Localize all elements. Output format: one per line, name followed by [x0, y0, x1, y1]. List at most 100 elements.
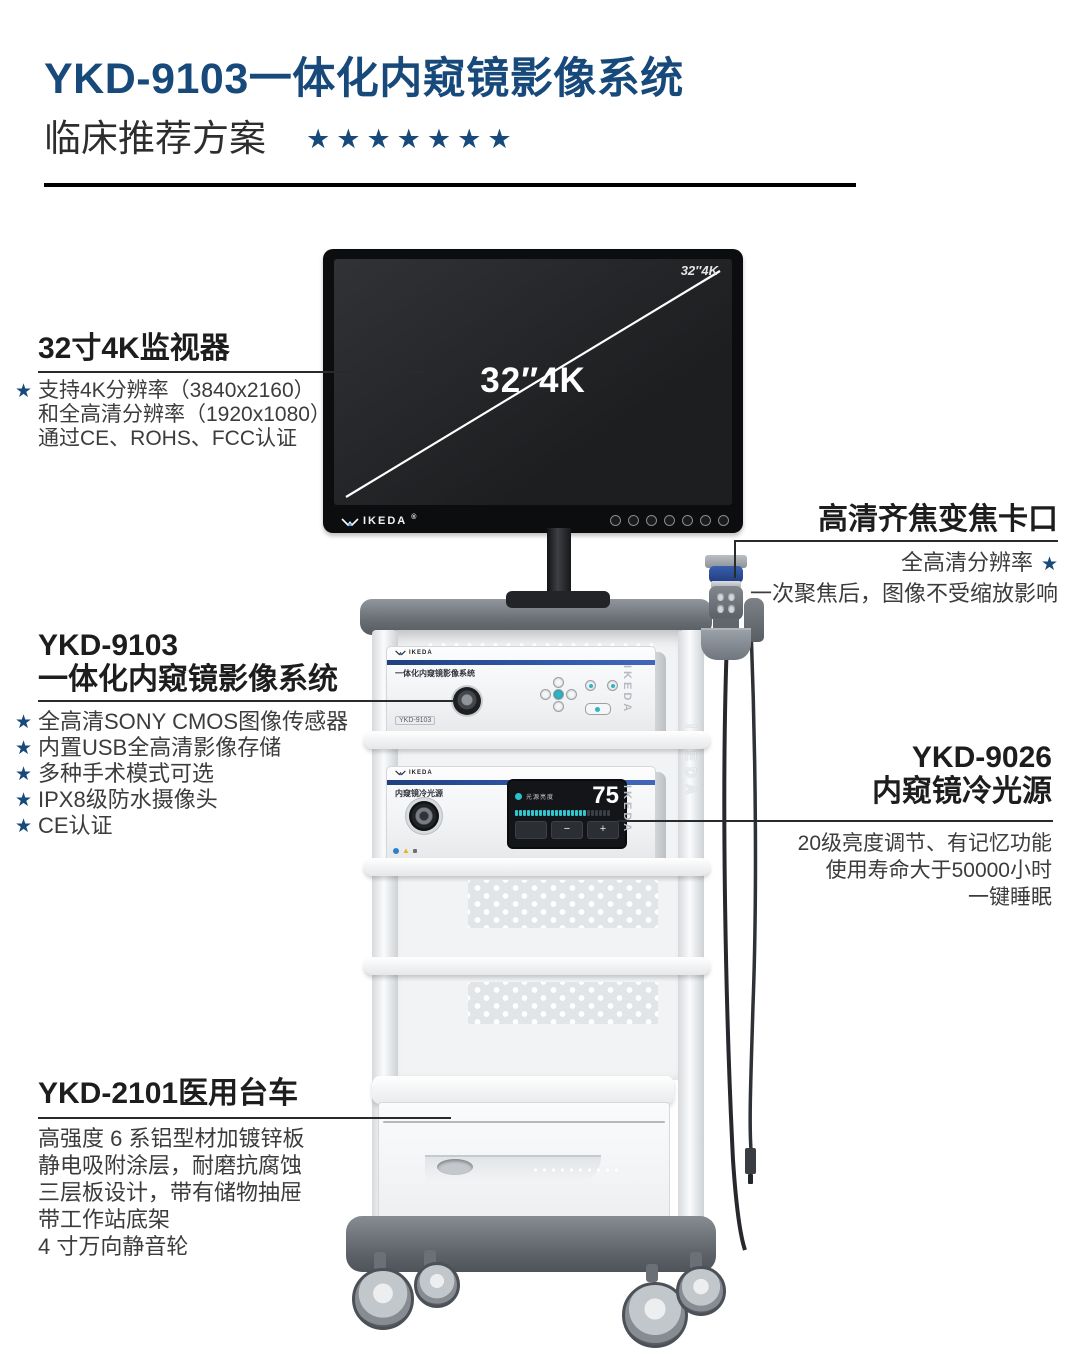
drawer-handle-hole [437, 1159, 473, 1175]
brightness-segment [591, 810, 594, 816]
caster-wheel [414, 1262, 460, 1308]
brightness-segment [535, 810, 538, 816]
screen-size-label: 32″4K [480, 361, 586, 401]
drawer-vent-dots [531, 1167, 623, 1173]
brightness-segment [523, 810, 526, 816]
star-icon: ★ [457, 123, 488, 154]
feature-text: 全高清SONY CMOS图像传感器 [38, 709, 349, 734]
caster-fork [690, 1252, 702, 1270]
camera-block-model: YKD-9103 [38, 629, 179, 662]
light-block-name: 内窥镜冷光源 [872, 775, 1052, 808]
warning-triangle-icon: ▲ [402, 846, 410, 855]
head-button [728, 592, 735, 601]
brightness-segment [563, 810, 566, 816]
brightness-segment [519, 810, 522, 816]
panel-button-down [553, 701, 564, 712]
light-block-features: 20级亮度调节、有记忆功能 使用寿命大于50000小时 一键睡眠 [798, 830, 1052, 911]
cart-base [346, 1216, 716, 1272]
touchscreen-header: 光源亮度 75 [515, 784, 619, 808]
star-bullet-icon: ★ [15, 738, 33, 759]
monitor-block-features: ★支持4K分辨率（3840x2160） 和全高清分辨率（1920x1080） 通… [15, 379, 331, 451]
panel-button-left [540, 689, 551, 700]
feature-text: 静电吸附涂层，耐磨抗腐蚀 [38, 1153, 303, 1178]
feature-line: 带工作站底架 [38, 1206, 304, 1233]
monitor-control-button [700, 515, 711, 526]
feature-text: 三层板设计，带有储物抽屉 [38, 1180, 303, 1205]
star-bullet-icon: ★ [15, 381, 33, 402]
feature-line: 高强度 6 系铝型材加镀锌板 [38, 1125, 304, 1152]
brightness-segment [551, 810, 554, 816]
feature-line: ★全高清SONY CMOS图像传感器 [15, 709, 349, 735]
star-bullet-icon: ★ [15, 816, 33, 837]
light-block-model: YKD-9026 [911, 741, 1052, 774]
light-source-unit: IKEDA 内窥镜冷光源 ▲ 光源亮度 75 − + IKEDA [386, 766, 666, 867]
unit-panel-label: 内窥镜冷光源 [395, 789, 443, 798]
feature-text: 20级亮度调节、有记忆功能 [797, 832, 1052, 855]
star-bullet-icon: ★ [1040, 554, 1058, 575]
camera-block-features: ★全高清SONY CMOS图像传感器 ★内置USB全高清影像存储 ★多种手术模式… [15, 709, 349, 839]
brightness-plus-button: + [587, 821, 619, 839]
brightness-segment [543, 810, 546, 816]
brightness-segment [555, 810, 558, 816]
feature-line: 一键睡眠 [798, 884, 1052, 911]
registered-mark: ® [411, 514, 419, 521]
monitor-buttons [610, 515, 729, 526]
subtitle-row: 临床推荐方案 ★★★★★★★ [44, 108, 518, 162]
panel-button-a [585, 680, 596, 691]
perforated-panel [468, 982, 658, 1024]
cabinet-worktop [372, 1076, 674, 1104]
monitor-control-button [718, 515, 729, 526]
monitor-control-button [682, 515, 693, 526]
brightness-bar [515, 810, 619, 816]
camera-head-buttons [717, 592, 736, 613]
feature-line: 和全高清分辨率（1920x1080） [38, 403, 331, 427]
star-icon: ★ [366, 123, 397, 154]
camera-head-holster [701, 628, 751, 660]
feature-line: ★内置USB全高清影像存储 [15, 735, 348, 761]
feature-text: 一键睡眠 [968, 886, 1052, 909]
feature-line: 通过CE、ROHS、FCC认证 [38, 427, 331, 451]
feature-text: CE认证 [38, 813, 113, 838]
brightness-segment [607, 810, 610, 816]
feature-text: 带工作站底架 [38, 1207, 171, 1232]
unit-panel-label: 一体化内窥镜影像系统 [395, 669, 475, 678]
header-divider [44, 183, 856, 187]
unit-model-label: YKD-9103 [395, 716, 436, 725]
monitor-control-button [610, 515, 621, 526]
feature-line: 20级亮度调节、有记忆功能 [798, 830, 1052, 857]
unit-side-brand: IKEDA [621, 785, 633, 835]
head-button [728, 604, 735, 613]
star-bullet-icon: ★ [15, 712, 33, 733]
unit-brand: IKEDA [395, 650, 433, 656]
monitor-control-button [664, 515, 675, 526]
monitor-brand: IKEDA ® [341, 514, 418, 527]
light-guide-port [409, 801, 439, 831]
star-icon: ★ [426, 123, 458, 154]
head-button [717, 604, 724, 613]
label-icon [412, 849, 417, 853]
camera-system-unit: IKEDA 一体化内窥镜影像系统 YKD-9103 IKEDA [386, 646, 666, 741]
camera-head [709, 586, 743, 620]
trolley-block-heading: YKD-2101医用台车 [38, 1077, 299, 1110]
brightness-segment [559, 810, 562, 816]
drawer-seam [383, 1121, 665, 1123]
brightness-touchscreen: 光源亮度 75 − + [509, 781, 625, 847]
coupler-block-features: 全高清分辨率★ 一次聚焦后，图像不受缩放影响 [750, 548, 1058, 608]
caster-wheel [352, 1268, 414, 1330]
brightness-segment [531, 810, 534, 816]
cart-column-right [678, 630, 704, 1222]
brightness-segment [575, 810, 578, 816]
brightness-label: 光源亮度 [526, 794, 555, 801]
brightness-segment [595, 810, 598, 816]
unit-side-brand: IKEDA [621, 665, 633, 715]
star-bullet-icon: ★ [15, 764, 33, 785]
leader-line-camera [38, 700, 453, 702]
brightness-segment [587, 810, 590, 816]
pole-base [506, 591, 610, 608]
panel-button-right [566, 689, 577, 700]
lamp-status-icon [515, 792, 522, 800]
feature-text: IPX8级防水摄像头 [38, 787, 218, 812]
star-icon: ★ [306, 123, 337, 154]
panel-button-center [553, 689, 564, 700]
monitor-control-button [628, 515, 639, 526]
